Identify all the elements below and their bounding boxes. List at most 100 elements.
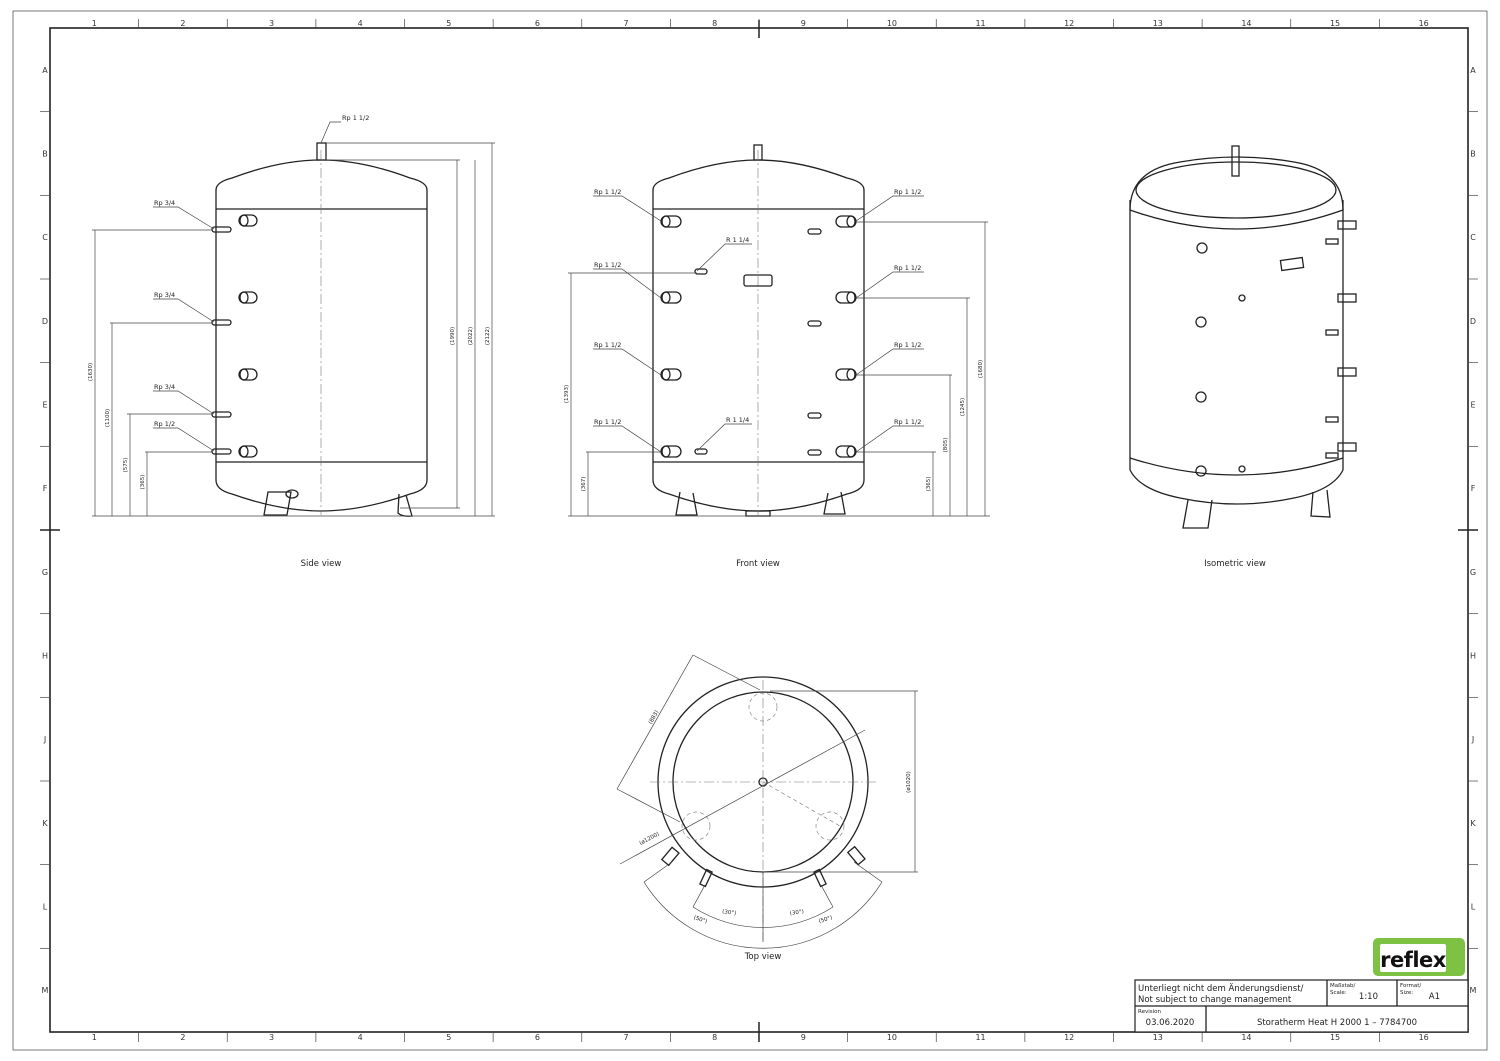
grid-column-label: 16 <box>1419 19 1429 28</box>
grid-column-label: 14 <box>1241 19 1251 28</box>
grid-row-label: M <box>1470 986 1477 995</box>
grid-column-label: 16 <box>1419 1033 1429 1042</box>
front-view-caption: Front view <box>736 559 780 569</box>
grid-row-label: H <box>42 652 48 661</box>
callout-label: Rp 1 1/2 <box>342 114 369 122</box>
grid-row-label: M <box>42 986 49 995</box>
grid-row-label: G <box>1470 568 1476 577</box>
grid-column-label: 14 <box>1241 1033 1251 1042</box>
side-view: Rp 1 1/2 Rp 3/4 Rp 3/4 Rp 3/4 Rp 1/2 (16… <box>88 114 495 569</box>
callout-label: Rp 3/4 <box>154 383 175 391</box>
dimension-label: (805) <box>943 438 949 453</box>
callout-label: Rp 1 1/2 <box>594 261 621 269</box>
grid-column-label: 12 <box>1064 1033 1074 1042</box>
grid-row-label: D <box>42 317 48 326</box>
format-label: Format/ <box>1400 983 1421 989</box>
grid-column-label: 9 <box>801 19 806 28</box>
grid-column-label: 15 <box>1330 1033 1340 1042</box>
grid-row-label: G <box>42 568 48 577</box>
revision-label: Revision <box>1138 1009 1161 1015</box>
format-value: A1 <box>1429 992 1440 1002</box>
grid-column-label: 4 <box>358 19 363 28</box>
dimension-label: (30°) <box>789 909 804 917</box>
grid-column-label: 4 <box>358 1033 363 1042</box>
grid-row-label: K <box>1470 819 1476 828</box>
dimension-label: (883) <box>648 710 660 726</box>
grid-row-label: C <box>42 233 48 242</box>
grid-row-label: D <box>1470 317 1476 326</box>
dimension-label: (365) <box>926 477 932 492</box>
grid-column-label: 6 <box>535 19 540 28</box>
grid-row-label: F <box>1471 484 1476 493</box>
callout-label: R 1 1/4 <box>726 416 749 424</box>
grid-column-label: 12 <box>1064 19 1074 28</box>
isometric-view: Isometric view <box>1129 145 1357 569</box>
dimension-label: (2022) <box>468 327 474 345</box>
grid-row-label: A <box>42 66 48 75</box>
dimension-label: (1630) <box>88 363 94 381</box>
grid-reference: 1122334455667788991010111112121313141415… <box>40 19 1478 1042</box>
grid-column-label: 9 <box>801 1033 806 1042</box>
grid-column-label: 6 <box>535 1033 540 1042</box>
grid-row-label: J <box>1471 735 1474 744</box>
callout-label: Rp 1 1/2 <box>594 188 621 196</box>
grid-column-label: 13 <box>1153 1033 1163 1042</box>
dimension-label: (1680) <box>978 360 984 378</box>
grid-column-label: 13 <box>1153 19 1163 28</box>
revision-date: 03.06.2020 <box>1146 1018 1195 1028</box>
change-note-en: Not subject to change management <box>1138 995 1292 1005</box>
grid-row-label: L <box>43 903 48 912</box>
callout-label: R 1 1/4 <box>726 236 749 244</box>
grid-column-label: 5 <box>446 1033 451 1042</box>
callout-label: Rp 3/4 <box>154 199 175 207</box>
dimension-label: (ø1200) <box>639 831 661 846</box>
callout-label: Rp 1 1/2 <box>894 188 921 196</box>
drawing-title: Storatherm Heat H 2000 1 – 7784700 <box>1257 1018 1417 1028</box>
grid-column-label: 3 <box>269 1033 274 1042</box>
format-label-en: Size: <box>1400 990 1413 996</box>
scale-label-en: Scale: <box>1330 990 1347 996</box>
dimension-label: (1393) <box>564 385 570 403</box>
reflex-badge <box>743 274 773 287</box>
top-view-caption: Top view <box>744 952 782 962</box>
grid-column-label: 7 <box>624 1033 629 1042</box>
callout-label: Rp 3/4 <box>154 291 175 299</box>
callout-label: Rp 1/2 <box>154 420 175 428</box>
grid-row-label: K <box>42 819 48 828</box>
dimension-label: (2122) <box>485 327 491 345</box>
grid-row-label: B <box>1470 150 1476 159</box>
grid-row-label: L <box>1471 903 1476 912</box>
grid-column-label: 11 <box>975 19 985 28</box>
dimension-label: (1245) <box>960 398 966 416</box>
grid-row-label: C <box>1470 233 1476 242</box>
title-block: Unterliegt nicht dem Änderungsdienst/ No… <box>1134 979 1469 1033</box>
grid-column-label: 8 <box>712 19 717 28</box>
dimension-label: (365) <box>140 475 146 490</box>
dimension-label: (1100) <box>105 409 111 427</box>
scale-label: Maßstab/ <box>1330 983 1355 989</box>
grid-column-label: 11 <box>975 1033 985 1042</box>
logo-text: reflex <box>1380 948 1447 972</box>
dimension-label: (50°) <box>818 915 833 925</box>
grid-column-label: 1 <box>92 1033 97 1042</box>
grid-row-label: E <box>42 401 47 410</box>
callout-label: Rp 1 1/2 <box>894 341 921 349</box>
grid-column-label: 3 <box>269 19 274 28</box>
reflex-logo: reflex <box>1373 938 1465 976</box>
dimension-label: (575) <box>123 458 129 473</box>
grid-column-label: 10 <box>887 19 897 28</box>
grid-column-label: 8 <box>712 1033 717 1042</box>
scale-value: 1:10 <box>1359 992 1378 1002</box>
grid-row-label: J <box>43 735 46 744</box>
grid-column-label: 2 <box>180 19 185 28</box>
callout-label: Rp 1 1/2 <box>594 341 621 349</box>
dimension-label: (50°) <box>693 915 708 925</box>
side-view-caption: Side view <box>301 559 342 569</box>
callout-label: Rp 1 1/2 <box>894 264 921 272</box>
dimension-label: (367) <box>581 477 587 492</box>
grid-row-label: A <box>1470 66 1476 75</box>
grid-column-label: 7 <box>624 19 629 28</box>
grid-column-label: 5 <box>446 19 451 28</box>
change-note-de: Unterliegt nicht dem Änderungsdienst/ <box>1138 983 1304 994</box>
